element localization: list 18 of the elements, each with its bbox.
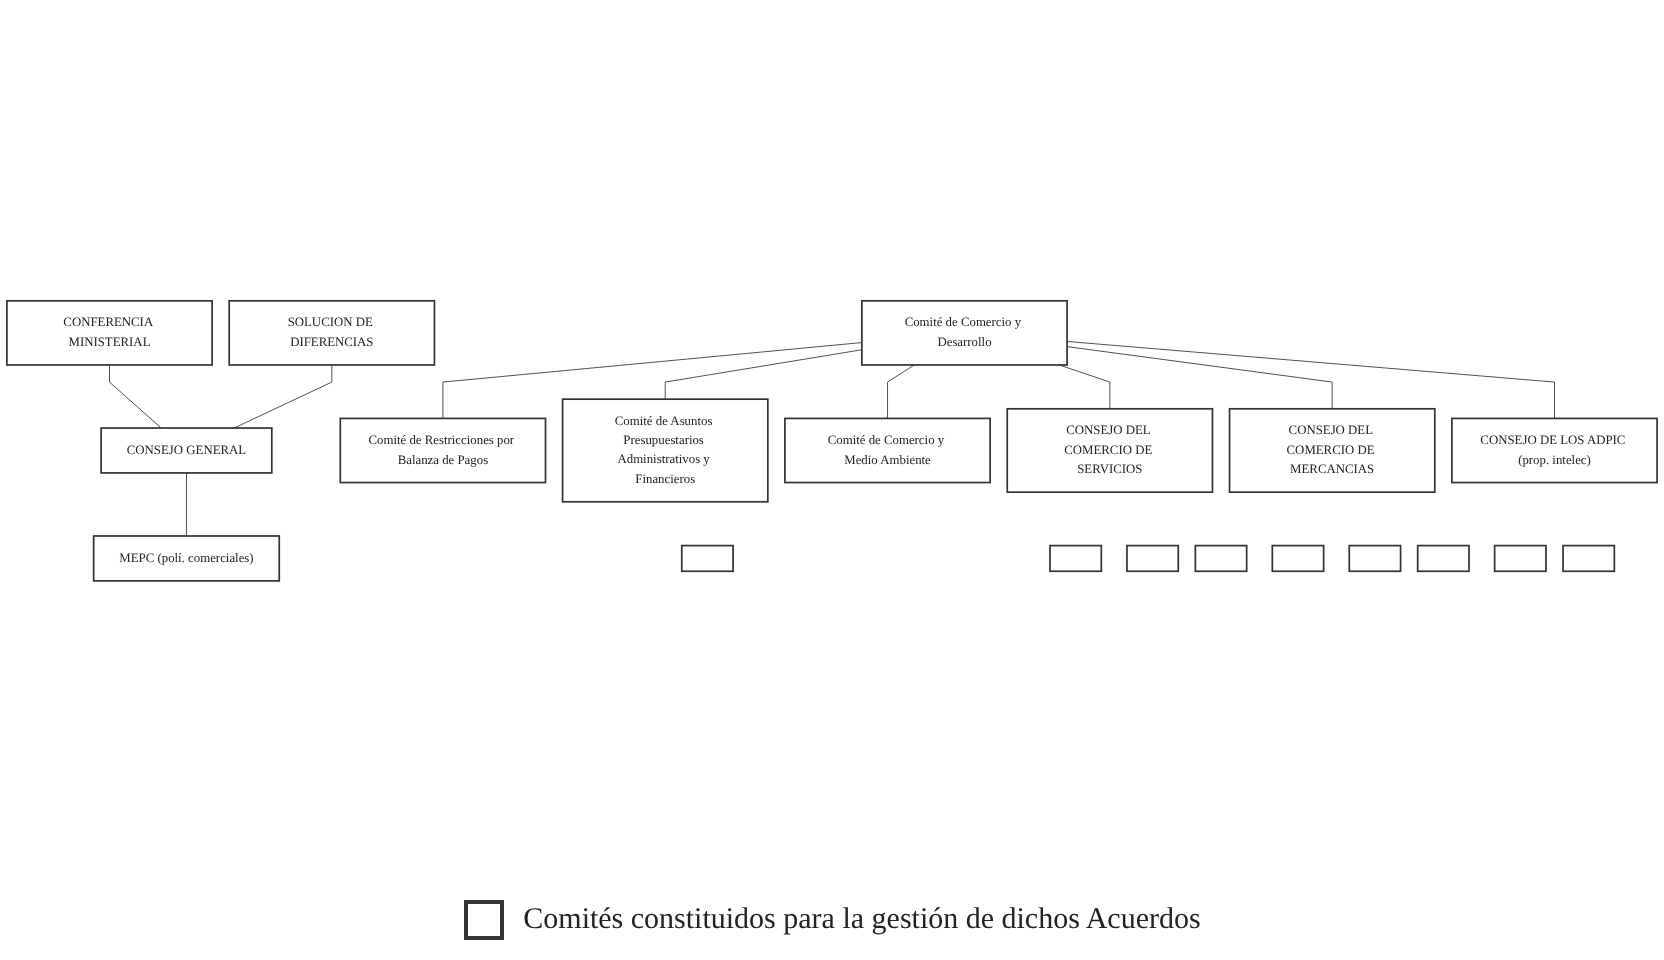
connector <box>1066 340 1555 418</box>
node-box <box>1271 543 1325 572</box>
connector <box>442 341 863 418</box>
connector <box>1066 345 1333 409</box>
node-box <box>1562 543 1616 572</box>
node-box <box>680 543 734 572</box>
node-box <box>1493 543 1547 572</box>
node-box <box>1194 543 1248 572</box>
connector <box>186 471 187 536</box>
node-box <box>1126 543 1180 572</box>
legend-text: Comités constituidos para la gestión de dichos Acuerdos <box>523 903 1201 937</box>
node-box <box>1049 543 1103 572</box>
connector <box>233 363 333 428</box>
node-box <box>1416 543 1470 572</box>
connector <box>664 348 863 399</box>
connector <box>1058 363 1111 409</box>
connector <box>109 363 162 428</box>
node-box <box>1348 543 1402 572</box>
